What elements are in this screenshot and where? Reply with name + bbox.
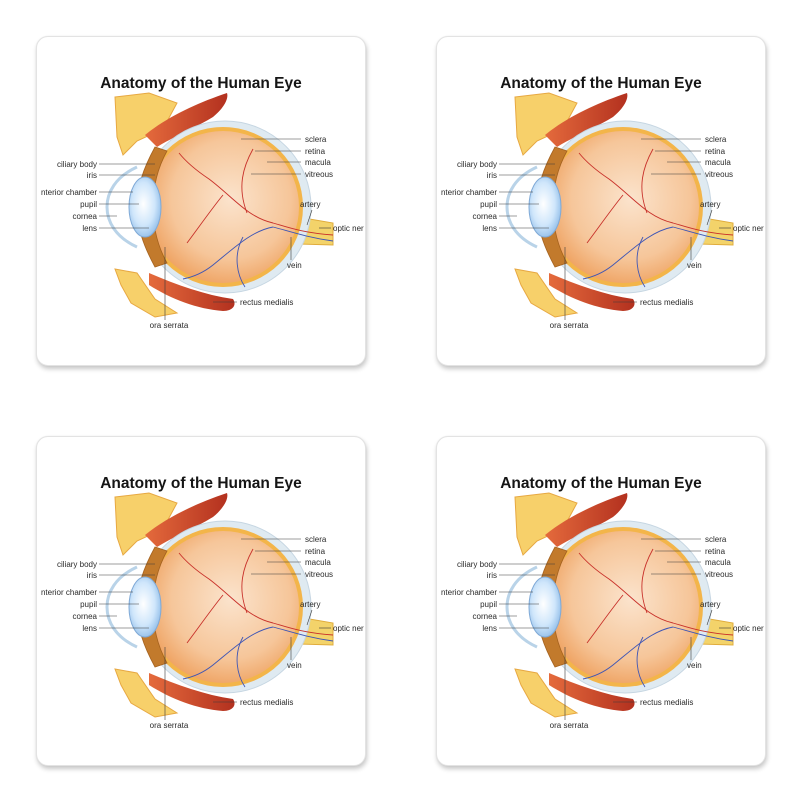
label-macula: macula bbox=[305, 158, 331, 167]
label-iris: iris bbox=[487, 571, 497, 580]
label-cornea: cornea bbox=[73, 212, 98, 221]
label-artery: artery bbox=[700, 600, 720, 609]
label-ciliary-body: ciliary body bbox=[457, 160, 497, 169]
label-optic-nerve: optic ner bbox=[733, 224, 764, 233]
eye-diagram: Anatomy of the Human Eye sclera retina m… bbox=[441, 475, 764, 730]
label-pupil: pupil bbox=[480, 600, 497, 609]
label-rectus-medialis: rectus medialis bbox=[240, 298, 293, 307]
label-retina: retina bbox=[305, 547, 326, 556]
label-rectus-medialis: rectus medialis bbox=[640, 298, 693, 307]
label-macula: macula bbox=[305, 558, 331, 567]
label-ora-serrata: ora serrata bbox=[550, 321, 589, 330]
label-pupil: pupil bbox=[480, 200, 497, 209]
label-ciliary-body: ciliary body bbox=[57, 160, 97, 169]
label-cornea: cornea bbox=[73, 612, 98, 621]
label-lens: lens bbox=[82, 624, 97, 633]
label-sclera: sclera bbox=[305, 535, 327, 544]
label-vein: vein bbox=[687, 661, 702, 670]
label-artery: artery bbox=[700, 200, 720, 209]
label-cornea: cornea bbox=[473, 212, 498, 221]
label-optic-nerve: optic ner bbox=[733, 624, 764, 633]
label-vitreous: vitreous bbox=[705, 570, 733, 579]
diagram-title: Anatomy of the Human Eye bbox=[100, 75, 302, 92]
label-lens: lens bbox=[482, 624, 497, 633]
eye-diagram: Anatomy of the Human Eye sclera retina m… bbox=[41, 475, 364, 730]
label-rectus-medialis: rectus medialis bbox=[640, 698, 693, 707]
label-ora-serrata: ora serrata bbox=[150, 721, 189, 730]
label-vitreous: vitreous bbox=[305, 170, 333, 179]
diagram-title: Anatomy of the Human Eye bbox=[500, 475, 702, 492]
label-artery: artery bbox=[300, 200, 320, 209]
label-sclera: sclera bbox=[705, 135, 727, 144]
label-sclera: sclera bbox=[705, 535, 727, 544]
eye-diagram: Anatomy of the Human Eye sclera retina m… bbox=[41, 75, 364, 330]
diagram-title: Anatomy of the Human Eye bbox=[100, 475, 302, 492]
coaster-card: Anatomy of the Human Eye sclera retina m… bbox=[36, 36, 366, 366]
label-ora-serrata: ora serrata bbox=[550, 721, 589, 730]
coaster-card: Anatomy of the Human Eye sclera retina m… bbox=[436, 36, 766, 366]
label-anterior-chamber: nterior chamber bbox=[441, 188, 497, 197]
label-optic-nerve: optic ner bbox=[333, 624, 364, 633]
label-artery: artery bbox=[300, 600, 320, 609]
label-ciliary-body: ciliary body bbox=[57, 560, 97, 569]
label-retina: retina bbox=[705, 147, 726, 156]
label-retina: retina bbox=[705, 547, 726, 556]
label-anterior-chamber: nterior chamber bbox=[41, 588, 97, 597]
label-anterior-chamber: nterior chamber bbox=[41, 188, 97, 197]
label-macula: macula bbox=[705, 158, 731, 167]
label-ciliary-body: ciliary body bbox=[457, 560, 497, 569]
label-lens: lens bbox=[82, 224, 97, 233]
label-iris: iris bbox=[87, 571, 97, 580]
label-vein: vein bbox=[687, 261, 702, 270]
label-pupil: pupil bbox=[80, 600, 97, 609]
coaster-card: Anatomy of the Human Eye sclera retina m… bbox=[36, 436, 366, 766]
label-vitreous: vitreous bbox=[305, 570, 333, 579]
label-rectus-medialis: rectus medialis bbox=[240, 698, 293, 707]
coaster-card: Anatomy of the Human Eye sclera retina m… bbox=[436, 436, 766, 766]
label-pupil: pupil bbox=[80, 200, 97, 209]
label-vitreous: vitreous bbox=[705, 170, 733, 179]
label-lens: lens bbox=[482, 224, 497, 233]
diagram-title: Anatomy of the Human Eye bbox=[500, 75, 702, 92]
label-vein: vein bbox=[287, 661, 302, 670]
label-iris: iris bbox=[87, 171, 97, 180]
label-retina: retina bbox=[305, 147, 326, 156]
label-anterior-chamber: nterior chamber bbox=[441, 588, 497, 597]
label-macula: macula bbox=[705, 558, 731, 567]
eye-diagram: Anatomy of the Human Eye sclera retina m… bbox=[441, 75, 764, 330]
label-cornea: cornea bbox=[473, 612, 498, 621]
label-sclera: sclera bbox=[305, 135, 327, 144]
label-optic-nerve: optic ner bbox=[333, 224, 364, 233]
label-vein: vein bbox=[287, 261, 302, 270]
label-iris: iris bbox=[487, 171, 497, 180]
label-ora-serrata: ora serrata bbox=[150, 321, 189, 330]
